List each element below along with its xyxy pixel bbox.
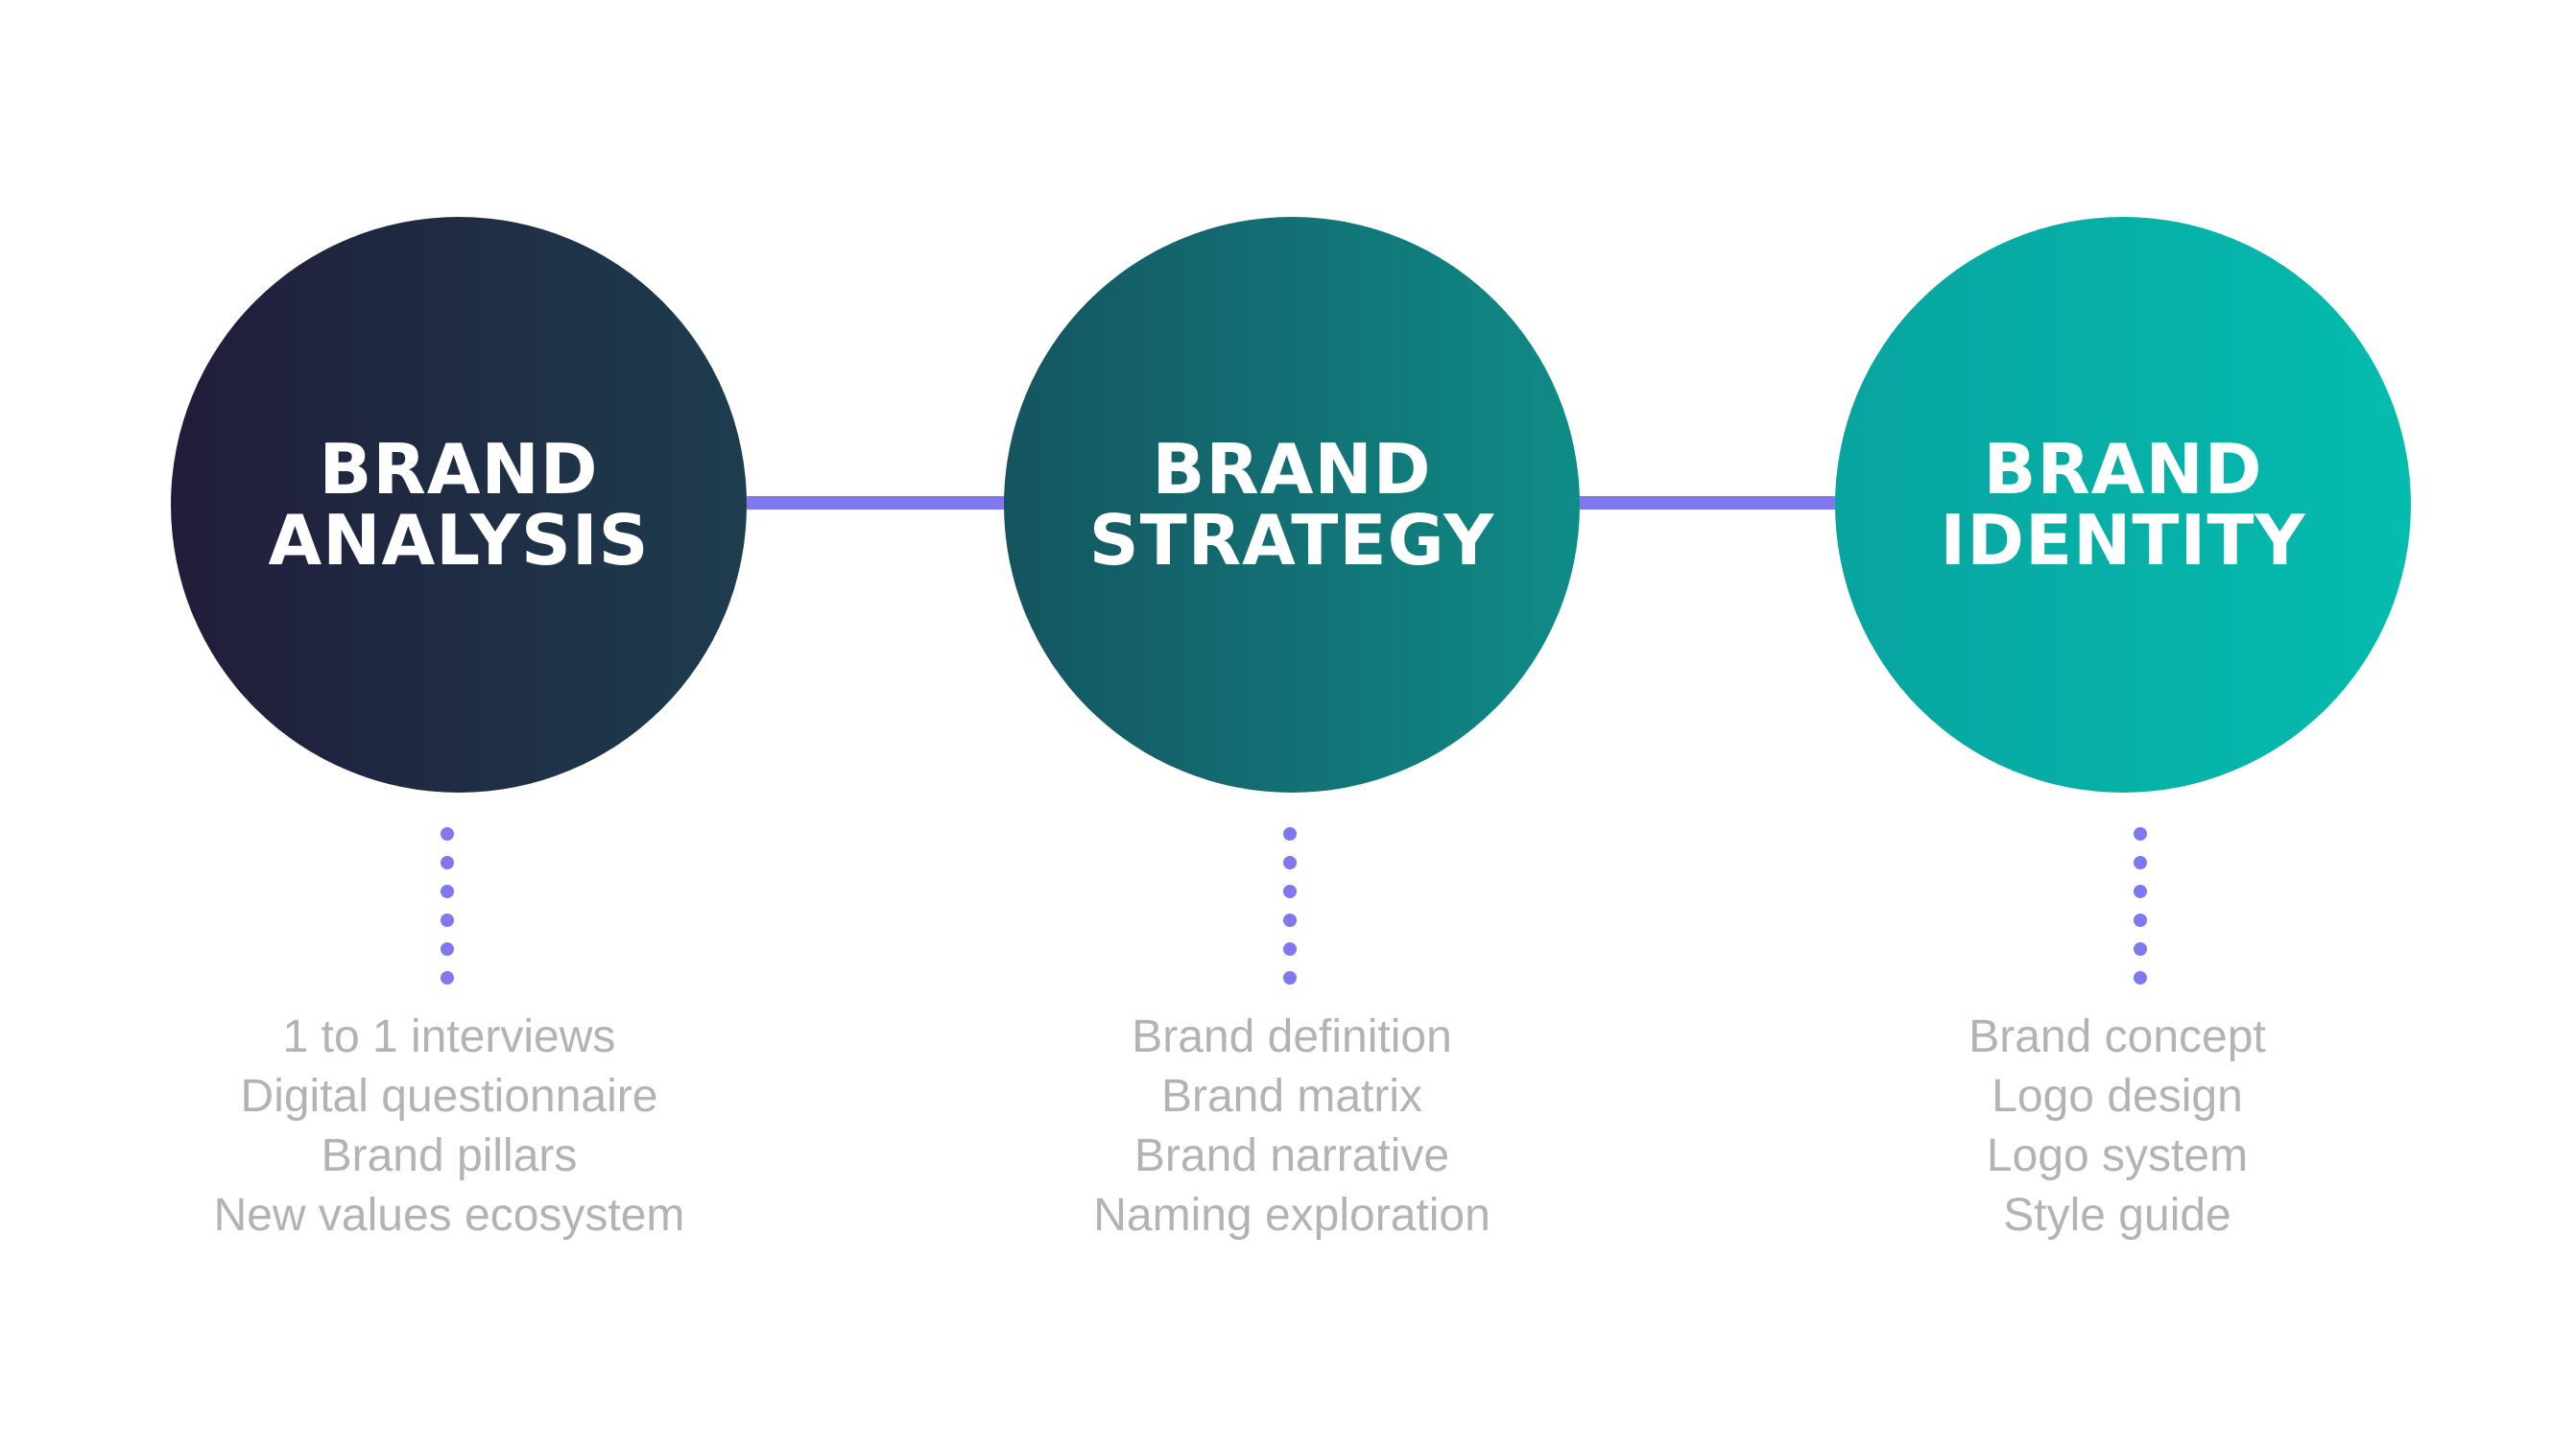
list-item: Logo design	[1992, 1071, 2243, 1122]
dot	[441, 971, 454, 985]
dot	[441, 885, 454, 898]
dot	[1283, 885, 1297, 898]
dot	[2134, 827, 2147, 841]
stage-items-brand-analysis: 1 to 1 interviews Digital questionnaire …	[113, 1008, 785, 1246]
list-item: Brand narrative	[1133, 1130, 1450, 1181]
dot	[441, 914, 454, 927]
list-item: Digital questionnaire	[240, 1071, 658, 1122]
stage-items-brand-strategy: Brand definition Brand matrix Brand narr…	[956, 1008, 1628, 1246]
stage-circle-brand-strategy: BRAND STRATEGY	[1004, 217, 1580, 793]
stage-circle-brand-analysis: BRAND ANALYSIS	[171, 217, 747, 793]
stage-title-line1: BRAND	[319, 429, 599, 510]
dotted-connector	[440, 827, 455, 1000]
dot	[1283, 942, 1297, 956]
dot	[2134, 914, 2147, 927]
dot	[441, 942, 454, 956]
stage-circle-brand-identity: BRAND IDENTITY	[1835, 217, 2411, 793]
connector-strategy-identity	[1580, 496, 1839, 510]
dot	[1283, 914, 1297, 927]
dotted-connector	[2133, 827, 2148, 1000]
list-item: Brand matrix	[1160, 1071, 1423, 1122]
dot	[2134, 971, 2147, 985]
connector-analysis-strategy	[747, 496, 1006, 510]
list-item: Style guide	[2003, 1190, 2231, 1241]
dot	[1283, 827, 1297, 841]
list-item: Brand definition	[1132, 1011, 1452, 1062]
dot	[441, 827, 454, 841]
list-item: 1 to 1 interviews	[282, 1011, 616, 1062]
stage-title-line2: IDENTITY	[1940, 500, 2306, 581]
dotted-connector	[1282, 827, 1298, 1000]
dot	[2134, 856, 2147, 869]
list-item: Logo system	[1986, 1130, 2249, 1181]
dot	[2134, 885, 2147, 898]
stage-title-line2: ANALYSIS	[268, 500, 650, 581]
stage-title-line1: BRAND	[1152, 429, 1432, 510]
list-item: New values ecosystem	[213, 1190, 685, 1241]
stage-title-line2: STRATEGY	[1088, 500, 1495, 581]
stage-title-line1: BRAND	[1983, 429, 2263, 510]
dot	[2134, 942, 2147, 956]
stage-items-brand-identity: Brand concept Logo design Logo system St…	[1781, 1008, 2453, 1246]
dot	[1283, 856, 1297, 869]
list-item: Brand pillars	[321, 1130, 578, 1181]
list-item: Brand concept	[1968, 1011, 2266, 1062]
list-item: Naming exploration	[1093, 1190, 1491, 1241]
dot	[441, 856, 454, 869]
dot	[1283, 971, 1297, 985]
